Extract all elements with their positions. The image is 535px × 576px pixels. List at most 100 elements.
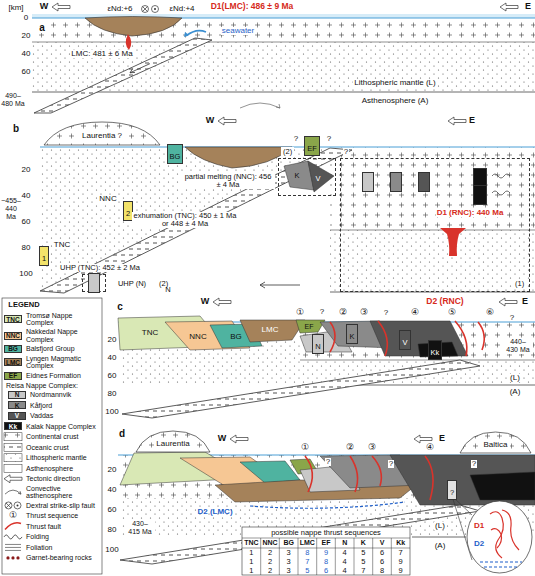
panel-b-section bbox=[40, 117, 535, 293]
legend-sample bbox=[4, 535, 22, 539]
depth-tick: 40 bbox=[22, 192, 31, 201]
swatch-code: NNC bbox=[6, 332, 20, 339]
panel-a-section bbox=[186, 31, 206, 36]
table-title: possible nappe thrust sequences bbox=[271, 529, 381, 537]
query-mark: ? bbox=[325, 458, 331, 467]
direction-label: E bbox=[439, 434, 445, 444]
swatch-code: V bbox=[15, 412, 19, 419]
table-header: K bbox=[361, 539, 366, 547]
query-mark: ? bbox=[388, 460, 394, 469]
panel-d-section bbox=[414, 435, 432, 443]
panel-b-section bbox=[440, 228, 466, 256]
swatch-code: N bbox=[15, 391, 20, 398]
legend-text: Asthenosphere bbox=[26, 465, 100, 472]
deformation-phase: D2 bbox=[474, 539, 484, 549]
unit-code: N bbox=[165, 285, 170, 294]
legend-text: Foliation bbox=[26, 544, 100, 551]
panel-a-section bbox=[85, 17, 182, 37]
table-cell: 1 bbox=[249, 558, 253, 566]
unit-box: N bbox=[88, 273, 99, 293]
table-cell: 4 bbox=[343, 558, 347, 566]
event-age: D1(LMC): 486 ± 9 Ma bbox=[211, 2, 294, 11]
depth-tick: 60 bbox=[22, 218, 31, 227]
unit-name: K bbox=[294, 172, 299, 180]
panel-a-section bbox=[154, 8, 156, 10]
legend-text: Convective asthenosphere bbox=[26, 485, 100, 500]
layer-code: (L) bbox=[509, 374, 521, 383]
event-age: D2 (RNC) bbox=[426, 297, 463, 306]
table-cell: 8 bbox=[380, 567, 384, 575]
table-cell: 6 bbox=[380, 558, 384, 566]
fold-sketch bbox=[466, 500, 533, 574]
thrust-number: ⑥ bbox=[486, 308, 494, 318]
layer-code: (A) bbox=[434, 542, 447, 551]
thrust-number: ② bbox=[346, 443, 354, 453]
depth-tick: 20 bbox=[22, 166, 31, 175]
age-note: partial melting (NNC): 456 ± 4 Ma bbox=[181, 173, 275, 190]
legend-text: Tromsø Nappe Complex bbox=[26, 312, 100, 327]
thrust-number: ⑤ bbox=[448, 308, 456, 318]
table-cell: 5 bbox=[361, 549, 365, 557]
panel-letter: d bbox=[119, 428, 125, 439]
depth-tick: 100 bbox=[105, 546, 118, 555]
direction-label: W bbox=[206, 116, 215, 126]
table-header: Kk bbox=[396, 539, 405, 547]
foliation-trace bbox=[484, 566, 518, 567]
direction-label: E bbox=[522, 297, 528, 307]
legend-text: Balsfjord Group bbox=[26, 345, 100, 352]
thrust-number: ② bbox=[339, 308, 347, 318]
table-cell: 1 bbox=[249, 567, 253, 575]
legend-text: Dextral strike-slip fault bbox=[26, 502, 100, 509]
table-header: N bbox=[342, 539, 347, 547]
direction-label: W bbox=[218, 434, 227, 444]
query-mark: ? bbox=[327, 135, 331, 144]
legend-sample bbox=[16, 556, 19, 559]
isotope-value: εNd:+4 bbox=[169, 5, 194, 14]
legend-sample bbox=[5, 502, 12, 509]
depth-tick: 100 bbox=[19, 270, 32, 279]
table-cell: 5 bbox=[305, 567, 309, 575]
fold-inset: D1D2 bbox=[466, 500, 533, 574]
detail-frame: (2) bbox=[278, 158, 336, 196]
panel-b-section bbox=[330, 147, 535, 230]
age-note: exhumation (TNC): 450 ± 1 Ma or 448 ± 4 … bbox=[132, 212, 238, 229]
panel-d-section bbox=[230, 435, 248, 443]
table-cell: 9 bbox=[324, 549, 328, 557]
panel-b-section bbox=[260, 282, 300, 288]
thrust-number: ④ bbox=[411, 308, 419, 318]
thrust-number: ③ bbox=[360, 308, 368, 318]
table-cell: 2 bbox=[268, 567, 272, 575]
layer-name: Asthenosphere (A) bbox=[362, 97, 429, 106]
panel-b-section bbox=[40, 148, 352, 293]
sequence-table bbox=[242, 527, 410, 575]
unit-box: V bbox=[399, 330, 410, 350]
table-cell: 6 bbox=[324, 567, 328, 575]
legend-text: Kalak Nappe Complex bbox=[26, 423, 100, 430]
legend-text: Lyngen Magmatic Complex bbox=[26, 355, 100, 370]
legend-frame bbox=[2, 298, 102, 574]
plate-outline bbox=[136, 431, 210, 452]
unit-code: Kk bbox=[431, 348, 440, 357]
panel-c-section bbox=[499, 298, 517, 306]
plate-lens: Laurentia bbox=[134, 430, 212, 453]
isotope-value: εNd:+6 bbox=[107, 5, 132, 14]
table-cell: 3 bbox=[287, 567, 291, 575]
event-age: D1 (RNC): 440 Ma bbox=[436, 209, 505, 218]
panel-letter: b bbox=[13, 123, 19, 134]
sequence-table bbox=[242, 538, 410, 575]
panel-c-section bbox=[213, 298, 231, 306]
query-mark: ? bbox=[320, 308, 324, 317]
swatch-code: LMC bbox=[6, 359, 20, 366]
panel-d-section bbox=[305, 456, 433, 500]
panel-b-section bbox=[448, 117, 466, 125]
age-note: LMC: 481 ± 6 Ma bbox=[70, 50, 133, 59]
legend-text: Oceanic crust bbox=[26, 444, 100, 451]
table-cell: 9 bbox=[399, 558, 403, 566]
age-range: ~455– 440 Ma bbox=[0, 197, 22, 220]
unit-box: K bbox=[390, 172, 401, 192]
legend-text: Tectonic direction bbox=[26, 475, 100, 482]
depth-unit: [km] bbox=[8, 4, 23, 13]
panel-a-section bbox=[143, 7, 148, 12]
table-header: NNC bbox=[262, 539, 277, 547]
table-header: TNC bbox=[244, 539, 258, 547]
